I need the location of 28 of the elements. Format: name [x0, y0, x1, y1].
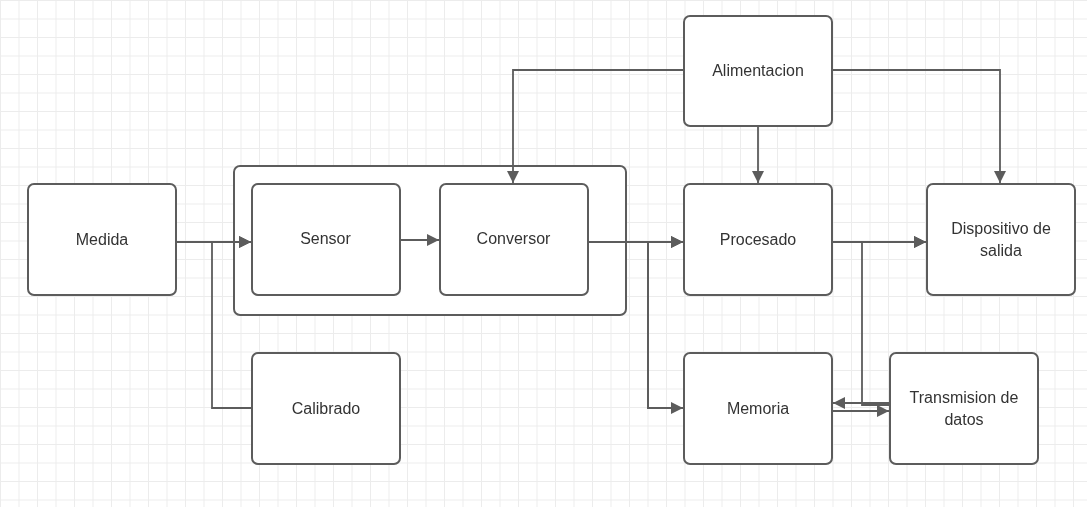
process-box	[683, 352, 833, 465]
arrow	[832, 69, 1006, 184]
arrow	[400, 234, 440, 246]
arrow	[647, 236, 684, 409]
process-box	[438, 182, 589, 296]
arrow	[507, 69, 684, 184]
node-label: Memoria	[725, 398, 791, 419]
process-box	[251, 352, 401, 465]
arrow	[211, 236, 252, 409]
arrow	[861, 236, 927, 406]
node-label: Calibrado	[290, 398, 362, 419]
node-label: Transmision de datos	[908, 387, 1020, 430]
process-box	[889, 352, 1039, 465]
process-box	[683, 15, 833, 127]
arrow	[752, 126, 764, 184]
process-box	[683, 183, 833, 296]
arrow	[832, 397, 890, 409]
node-label: Dispositivo de salida	[950, 218, 1052, 261]
group-box	[233, 165, 627, 316]
node-label: Medida	[74, 229, 130, 250]
arrow	[832, 405, 890, 417]
node-label: Alimentacion	[711, 61, 805, 82]
node-label: Procesado	[718, 229, 798, 250]
process-box	[250, 182, 401, 296]
process-box	[926, 183, 1076, 296]
node-label: Sensor	[299, 229, 352, 250]
node-label: Conversor	[475, 229, 552, 250]
process-box	[27, 183, 177, 296]
